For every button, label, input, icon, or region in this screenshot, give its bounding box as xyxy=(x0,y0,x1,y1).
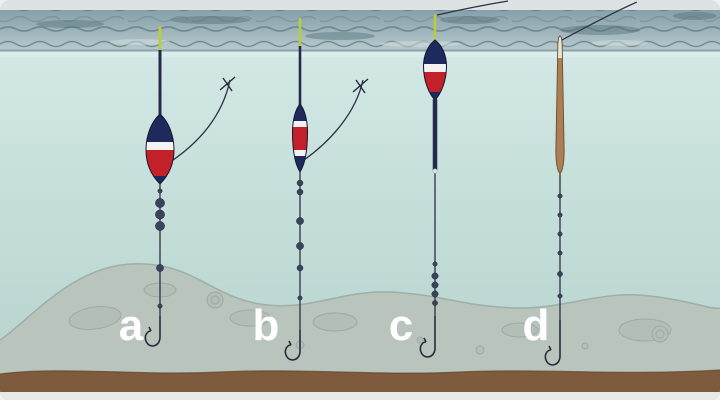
sky-strip xyxy=(0,0,720,12)
rig-d xyxy=(544,1,638,366)
rig-c-line-to-rod xyxy=(436,0,509,16)
bottom-margin xyxy=(0,392,720,400)
fish-hook-icon xyxy=(144,316,161,347)
rig-b-shot-beads xyxy=(296,179,304,301)
mud-bottom xyxy=(0,370,720,392)
waterline-glow xyxy=(0,52,720,57)
float-body-white xyxy=(423,64,447,72)
rig-a-float xyxy=(145,26,175,185)
label-d: d xyxy=(523,301,550,350)
stone xyxy=(229,309,271,327)
rig-d-shot-beads xyxy=(557,193,563,299)
quill-top xyxy=(555,36,565,58)
water-surface xyxy=(0,10,720,57)
rig-a-line-to-rod xyxy=(163,79,231,167)
panel-labels: a b c d xyxy=(119,301,550,350)
rig-c-float xyxy=(422,14,448,174)
fly-hook-icon xyxy=(352,78,369,94)
pebble xyxy=(581,342,589,350)
float-body xyxy=(555,36,565,174)
rig-b-line-to-rod xyxy=(303,79,364,161)
float-body-tip xyxy=(146,176,174,184)
stone xyxy=(68,306,122,330)
seabed-edge xyxy=(0,263,720,341)
waterline xyxy=(0,49,720,52)
rig-a-shot-beads xyxy=(155,188,165,309)
float-antenna xyxy=(158,26,162,52)
shell-icon xyxy=(206,291,224,309)
label-c: c xyxy=(389,301,413,350)
label-a: a xyxy=(119,301,144,350)
float-body-white xyxy=(146,142,174,150)
float-body-tip xyxy=(423,92,447,100)
surface-dark-streaks xyxy=(36,12,717,40)
fish-hook-icon xyxy=(544,320,561,366)
float-body-outline xyxy=(145,113,175,185)
float-body-outline xyxy=(291,103,309,173)
surface-light-streaks xyxy=(110,39,648,47)
float-body-white xyxy=(292,121,308,127)
pebble xyxy=(416,336,424,344)
fly-hook-icon xyxy=(219,76,236,92)
stone xyxy=(312,312,358,332)
shell-icon xyxy=(655,329,665,339)
float-antenna xyxy=(298,18,302,48)
rig-a xyxy=(144,26,236,347)
quill-outline xyxy=(555,35,565,175)
rig-d-float xyxy=(555,35,565,175)
float-stem-tip xyxy=(432,168,438,174)
label-b: b xyxy=(253,301,280,350)
seabed xyxy=(0,263,720,400)
rig-d-line-to-rod xyxy=(561,1,638,41)
seabed-mounds xyxy=(0,263,720,400)
shell-icon xyxy=(651,325,669,343)
rig-c-shot-beads xyxy=(431,261,439,306)
rig-c xyxy=(419,0,509,358)
float-body-white2 xyxy=(292,150,308,156)
float-antenna xyxy=(433,14,437,44)
mud-edge xyxy=(0,369,720,375)
fish-hook-icon xyxy=(284,330,301,361)
shell-icon xyxy=(210,295,220,305)
pebble xyxy=(475,345,485,355)
float-body-red xyxy=(292,127,308,150)
fish-hook-icon xyxy=(419,316,436,358)
quill-body xyxy=(555,36,565,174)
float-body-red xyxy=(423,72,447,92)
stone xyxy=(501,322,539,338)
